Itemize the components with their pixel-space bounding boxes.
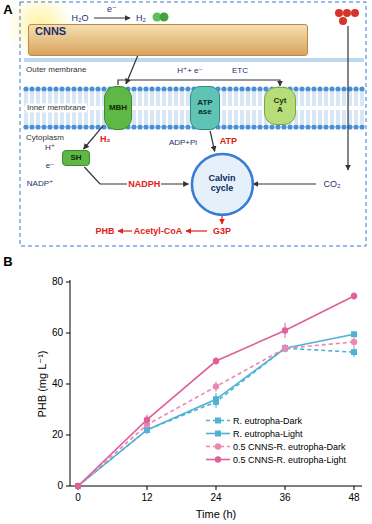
tick <box>354 486 355 490</box>
legend-sample <box>205 453 231 466</box>
cnns-sheet: CNNS <box>28 24 308 56</box>
tick <box>66 435 70 436</box>
chemical-label: ADP+Pi <box>169 138 197 147</box>
electron-label: e⁻ <box>46 161 55 170</box>
legend-text: 0.5 CNNS-R. eutropha-Dark <box>233 442 346 452</box>
node-text: SH <box>70 154 81 163</box>
arrow <box>94 17 130 18</box>
electron-label: e⁻ <box>107 4 117 14</box>
axis-title: Time (h) <box>196 508 237 521</box>
node-text: MBH <box>109 104 127 113</box>
data-series <box>75 292 357 489</box>
tick-label: 0 <box>75 492 81 504</box>
edge-label: NADPH <box>127 179 161 189</box>
co2-molecule <box>335 9 343 17</box>
tick-label: 80 <box>52 276 63 288</box>
connector-arrow <box>210 131 215 151</box>
tick <box>285 486 286 490</box>
outer-membrane <box>24 58 364 62</box>
panel-letter: B <box>3 255 12 270</box>
tick <box>66 384 70 385</box>
node-text: ATP ase <box>195 99 215 117</box>
region-label: Inner membrane <box>26 103 87 112</box>
enzyme-shape: Cyt A <box>264 87 296 125</box>
node-text: Calvin cycle <box>200 174 244 194</box>
tick <box>66 333 70 334</box>
panel-frame <box>20 2 366 246</box>
cycle-circle: Calvin cycle <box>190 152 255 217</box>
co2-molecule <box>339 17 347 25</box>
tick-label: 60 <box>52 327 63 339</box>
co2-molecule <box>343 9 351 17</box>
legend-entry: 0.5 CNNS-R. eutropha-Light <box>205 453 346 466</box>
tick-label: 48 <box>348 492 359 504</box>
tick-label: 20 <box>52 429 63 441</box>
tick <box>147 486 148 490</box>
edge-label: ATP <box>219 136 238 146</box>
data-series <box>75 337 357 489</box>
tick-label: 24 <box>210 492 221 504</box>
tick-label: 40 <box>52 378 63 390</box>
legend-sample <box>205 440 231 453</box>
legend-text: 0.5 CNNS-R. eutropha-Light <box>233 455 346 465</box>
node-text: Cyt A <box>271 97 289 115</box>
tick-label: 12 <box>141 492 152 504</box>
chemical-label: H₂ <box>136 13 146 23</box>
data-series <box>75 331 357 489</box>
product-label: Acetyl-CoA <box>134 226 183 236</box>
legend-entry: 0.5 CNNS-R. eutropha-Dark <box>205 440 346 453</box>
arrow <box>253 183 316 184</box>
legend-text: R. eutropha-Light <box>233 429 303 439</box>
tick-label: 0 <box>57 480 63 492</box>
legend-entry: R. eutropha-Light <box>205 427 303 440</box>
chemical-label: H⁺ <box>45 143 55 152</box>
arrow <box>118 230 132 231</box>
axis-title: PHB (mg L⁻¹) <box>36 351 49 418</box>
tick-label: 36 <box>279 492 290 504</box>
arrow <box>186 230 207 231</box>
product-label: PHB <box>95 226 114 236</box>
legend-text: R. eutropha-Dark <box>233 416 302 426</box>
chemical-label: NADP⁺ <box>27 179 53 188</box>
chemical-label: H₂O <box>72 13 89 23</box>
lipid-bilayer <box>23 86 364 129</box>
legend-sample <box>205 427 231 440</box>
legend-entry: R. eutropha-Dark <box>205 414 302 427</box>
enzyme-shape: MBH <box>104 86 132 130</box>
product-label: G3P <box>213 226 231 236</box>
chemical-label: CO₂ <box>324 179 341 189</box>
co2-molecule <box>351 9 359 17</box>
arrow <box>347 26 348 170</box>
panel-letter: A <box>3 3 12 18</box>
h2-molecule <box>160 13 169 22</box>
tick <box>66 486 70 487</box>
tick <box>66 282 70 283</box>
chemical-label: H⁺+ e⁻ <box>177 66 203 75</box>
line-chart <box>66 280 362 490</box>
data-series <box>75 344 357 489</box>
edge-label: H₂ <box>99 134 112 144</box>
process-label: ETC <box>232 66 248 75</box>
legend-sample <box>205 414 231 427</box>
region-label: Cytoplasm <box>26 133 64 142</box>
y-axis <box>70 280 71 486</box>
tick <box>216 486 217 490</box>
enzyme-shape: SH <box>62 150 90 166</box>
region-label: Outer membrane <box>26 65 86 74</box>
node-text: CNNS <box>35 25 66 37</box>
enzyme-shape: ATP ase <box>190 86 220 130</box>
